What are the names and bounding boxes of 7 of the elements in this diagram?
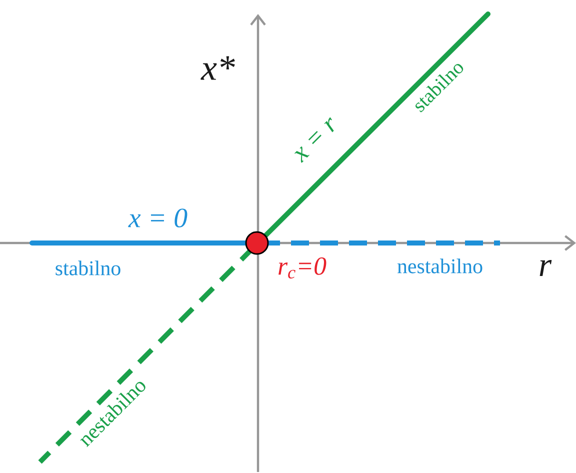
- curve-label: r$_{c}$=0: [278, 257, 326, 279]
- curve-label: stabilno: [56, 260, 120, 276]
- curve-label: x = r: [294, 117, 334, 163]
- curve-label: nestabilno: [398, 258, 482, 274]
- axis-label: x*: [200, 56, 235, 80]
- axis-label: r: [540, 260, 552, 276]
- curve-label: x = 0: [128, 208, 188, 228]
